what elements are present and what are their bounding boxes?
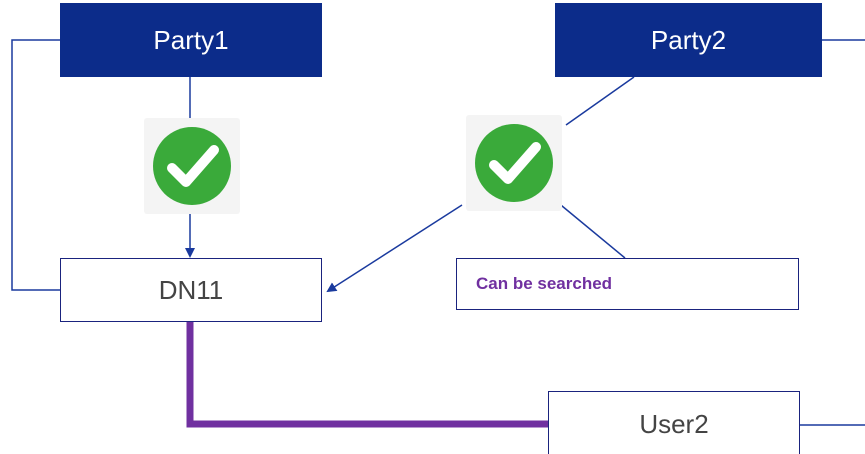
note-text: Can be searched [476,274,613,293]
checkmark-left-icon [144,118,240,214]
check-to-note-line [555,200,626,259]
checkmark-right-icon [466,115,562,211]
dn11-to-user2-highlight-path [186,321,548,428]
can-be-searched-note: Can be searched [456,258,799,310]
party1-label: Party1 [153,24,229,55]
user2-label: User2 [639,408,709,439]
party2-label: Party2 [650,24,727,55]
user2-node: User2 [548,391,800,454]
party1-node: Party1 [60,3,322,77]
dn11-label: DN11 [158,274,224,305]
party2-to-check-line [565,76,635,126]
party2-node: Party2 [555,3,822,77]
check-to-dn11-diagonal-arrow [326,204,463,293]
party1-to-dn11-bracket [11,39,60,291]
dn11-node: DN11 [60,258,322,322]
